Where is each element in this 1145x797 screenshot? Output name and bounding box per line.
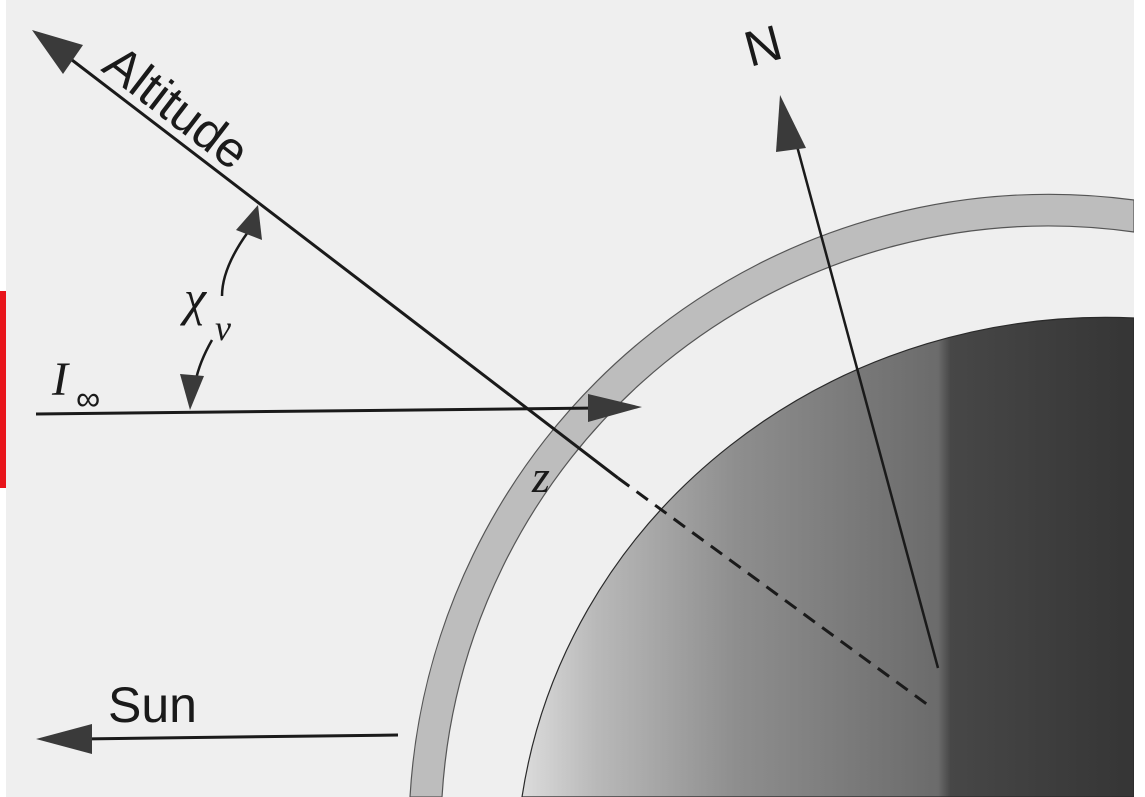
sun-label: Sun — [108, 677, 197, 733]
intensity-symbol: I — [51, 353, 70, 406]
incoming-radiation-line — [35, 406, 601, 416]
altitude-axis-dashed — [617, 476, 929, 707]
north-axis — [792, 134, 940, 669]
infinity-subscript: ∞ — [76, 380, 100, 418]
incoming-radiation-arrowhead — [588, 394, 642, 422]
angle-arrowhead-top — [236, 205, 262, 240]
chi-symbol: χ — [180, 270, 208, 326]
point-z-label: z — [531, 451, 550, 502]
sun-arrowhead — [36, 724, 92, 754]
angle-arrowhead-bottom — [180, 374, 204, 410]
planet-body — [521, 316, 1134, 797]
nu-subscript: ν — [215, 308, 231, 348]
north-arrowhead — [776, 95, 806, 152]
edge-marker — [0, 291, 6, 488]
sun-direction-line — [79, 733, 399, 741]
altitude-arrowhead — [32, 30, 83, 74]
atmosphere-shell — [409, 193, 1134, 797]
